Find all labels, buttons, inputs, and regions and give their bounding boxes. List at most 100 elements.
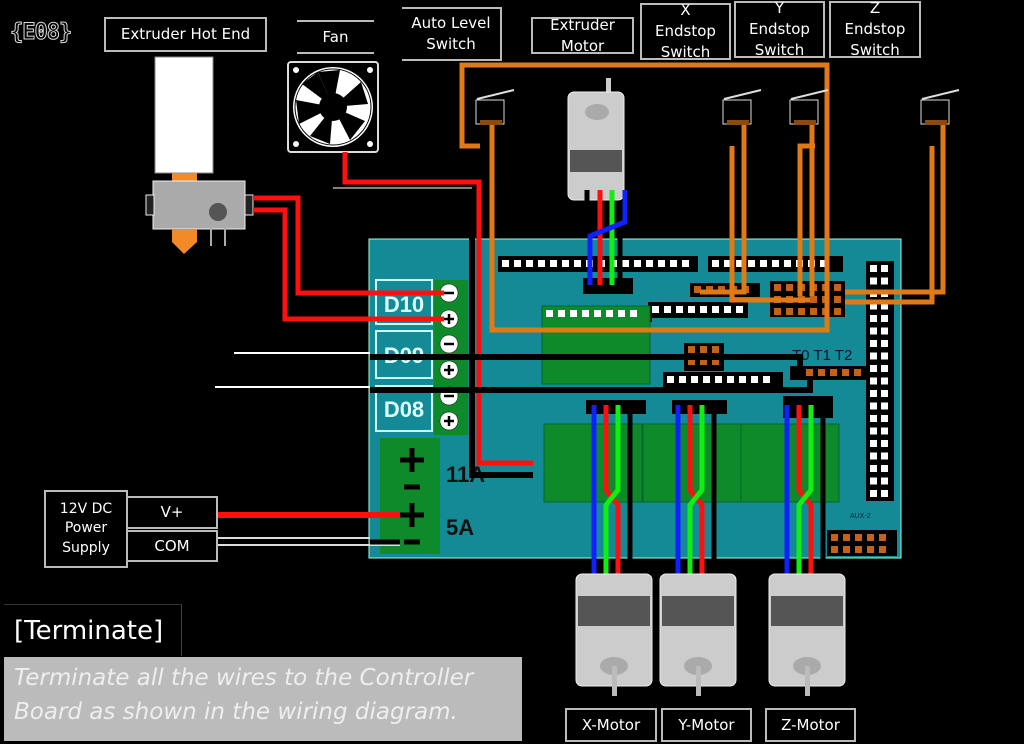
header-pin	[870, 440, 877, 447]
header-pin	[881, 315, 888, 322]
header-pin	[870, 365, 877, 372]
d10-box	[375, 279, 433, 325]
header-pin	[502, 260, 509, 267]
header-pin	[658, 260, 665, 267]
extruder-motor-icon	[567, 78, 625, 201]
header-pin	[606, 310, 613, 317]
instruction-title: [Terminate]	[4, 604, 182, 656]
power-terminal-vplus: V+	[128, 496, 218, 529]
header-pin	[870, 315, 877, 322]
label-x-motor: X-Motor	[565, 708, 657, 742]
header-pin	[842, 369, 849, 376]
fan-wires	[333, 152, 533, 478]
header-pin	[881, 377, 888, 385]
header-pin	[667, 376, 674, 383]
header-pin	[870, 327, 877, 335]
header-pin	[594, 310, 601, 317]
header-pin	[694, 286, 701, 293]
header-pin	[881, 327, 888, 335]
header-pin	[715, 376, 722, 383]
header-pin	[870, 390, 877, 397]
z-motor-icon	[768, 573, 846, 696]
header-pin	[558, 310, 565, 317]
header-pin	[700, 346, 707, 353]
instruction-text: Terminate all the wires to the Controlle…	[4, 657, 522, 741]
header-pin	[574, 260, 581, 267]
z-motor-wire	[796, 405, 814, 585]
header-pin	[763, 376, 770, 383]
header-pin	[688, 358, 695, 365]
header-pin	[867, 534, 874, 541]
header-pin	[739, 376, 746, 383]
thermistor-labels: T0 T1 T2	[792, 347, 852, 364]
header-pin	[736, 306, 743, 313]
header-pin	[646, 260, 653, 267]
header-pin	[676, 306, 683, 313]
header-pin	[538, 260, 545, 267]
bed-thermistor-wires	[215, 352, 813, 393]
header-pin	[879, 546, 886, 553]
label-z-motor: Z-Motor	[765, 708, 856, 742]
header-pin	[682, 260, 689, 267]
header-pin	[870, 277, 877, 285]
header-pin	[881, 490, 888, 497]
header-pin	[870, 265, 877, 272]
label-y-endstop: Y Endstop Switch	[734, 0, 825, 59]
power-label-5a: 5A	[446, 515, 474, 540]
header-pin	[774, 308, 781, 315]
header-pin	[810, 296, 817, 303]
header-pin	[843, 546, 850, 553]
header-pin	[751, 376, 758, 383]
header-pin	[834, 296, 841, 303]
header-pin	[772, 260, 779, 267]
header-pin	[881, 302, 888, 310]
header-pin	[870, 490, 877, 497]
header-pin	[736, 260, 743, 267]
header-pin	[514, 260, 521, 267]
label-z-endstop: Z Endstop Switch	[829, 0, 921, 59]
output-d10: D10	[384, 292, 424, 317]
header-pin	[870, 352, 877, 360]
header-pin	[831, 546, 838, 553]
header-pin	[546, 310, 553, 317]
power-supply-wires	[218, 512, 400, 546]
fan-icon	[287, 61, 379, 153]
header-pin	[881, 415, 888, 422]
header-pin	[712, 260, 719, 267]
hot-end-wires	[253, 195, 444, 322]
header-pin	[870, 477, 877, 485]
x-motor-icon	[575, 573, 653, 696]
label-extruder-motor: Extruder Motor	[531, 16, 634, 55]
header-pin	[870, 427, 877, 435]
extruder-motor-wires	[584, 190, 628, 285]
endstop-switch-icons	[475, 89, 960, 125]
extruder-driver-module	[541, 305, 651, 385]
header-pin	[881, 277, 888, 285]
header-pin	[881, 352, 888, 360]
z-endstop-switch-icon	[920, 89, 960, 125]
header-pin	[881, 452, 888, 460]
header-pin	[870, 402, 877, 410]
header-pin	[881, 365, 888, 372]
header-pin	[830, 369, 837, 376]
header-pin	[679, 376, 686, 383]
header-pin	[582, 310, 589, 317]
header-pin	[855, 546, 862, 553]
header-pin	[843, 534, 850, 541]
header-pin	[834, 284, 841, 291]
header-pin	[881, 427, 888, 435]
label-fan: Fan	[297, 20, 374, 54]
header-pin	[562, 260, 569, 267]
header-pin	[881, 265, 888, 272]
header-pin	[834, 308, 841, 315]
header-pin	[786, 308, 793, 315]
x-motor-wire	[603, 405, 621, 585]
header-pin	[855, 534, 862, 541]
header-pin	[570, 310, 577, 317]
power-supply-label: 12V DC Power Supply	[44, 490, 128, 568]
y-motor-icon	[659, 573, 737, 696]
step-code: {E08}	[9, 20, 72, 46]
extruder-hot-end-icon	[145, 56, 254, 254]
header-pin	[748, 260, 755, 267]
